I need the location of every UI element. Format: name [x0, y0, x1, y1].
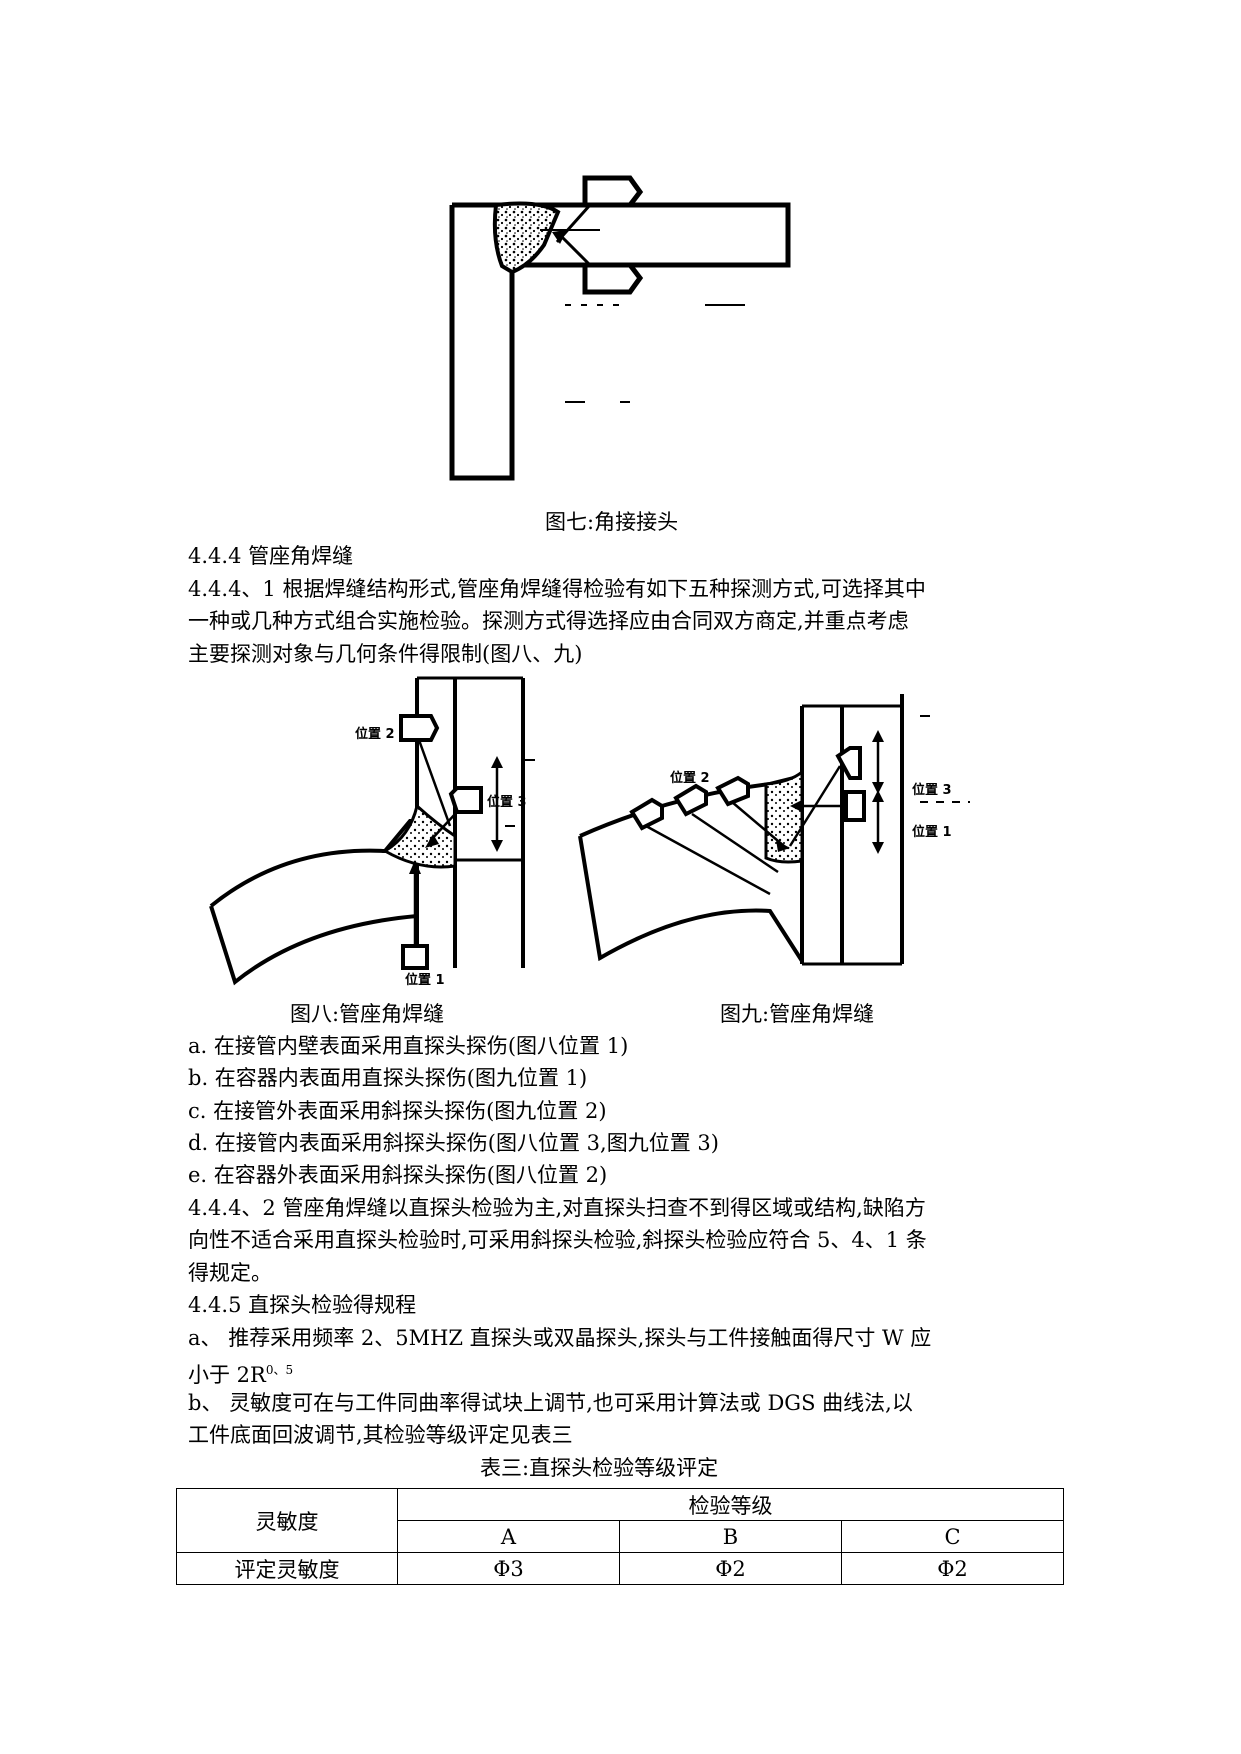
table-row-label: 评定灵敏度 [176, 1552, 398, 1585]
figure-7-corner-joint [449, 175, 791, 481]
paragraph-4441-line1: 4.4.4、1 根据焊缝结构形式,管座角焊缝得检验有如下五种探测方式,可选择其中 [188, 577, 926, 601]
table-header-grade-group: 检验等级 [397, 1488, 1064, 1521]
paragraph-4442-line2: 向性不适合采用直探头检验时,可采用斜探头检验,斜探头检验应符合 5、4、1 条 [188, 1228, 927, 1252]
superscript-exponent: 0、5 [265, 1363, 294, 1377]
section-heading-444: 4.4.4 管座角焊缝 [188, 544, 354, 568]
figure-8-nozzle-fillet-weld: 位置 2 位置 3 位置 1 [209, 676, 535, 988]
figure-8-caption: 图八:管座角焊缝 [290, 1002, 445, 1026]
table-cell-grade-a: Φ3 [397, 1552, 620, 1585]
paragraph-4441-line3: 主要探测对象与几何条件得限制(图八、九) [188, 642, 583, 666]
figure-9-label-position-2: 位置 2 [670, 770, 710, 786]
table-3-grade-evaluation: 灵敏度 检验等级 A B C 评定灵敏度 Φ3 Φ2 Φ2 [176, 1488, 1064, 1585]
figure-8-label-position-1: 位置 1 [405, 972, 445, 988]
list-item-d: d. 在接管内表面采用斜探头探伤(图八位置 3,图九位置 3) [188, 1131, 719, 1155]
section-heading-445: 4.4.5 直探头检验得规程 [188, 1293, 417, 1317]
figure-8-label-position-2: 位置 2 [355, 726, 395, 742]
paragraph-a-line1: a、 推荐采用频率 2、5MHZ 直探头或双晶探头,探头与工件接触面得尺寸 W … [188, 1326, 932, 1350]
figure-9-nozzle-fillet-weld: 位置 2 位置 3 位置 1 [578, 694, 970, 966]
table-header-grade-b: B [619, 1520, 842, 1553]
paragraph-4442-line3: 得规定。 [188, 1261, 272, 1285]
table-header-sensitivity: 灵敏度 [176, 1488, 398, 1553]
table-cell-grade-b: Φ2 [619, 1552, 842, 1585]
figure-8-label-position-3: 位置 3 [487, 794, 527, 810]
list-item-e: e. 在容器外表面采用斜探头探伤(图八位置 2) [188, 1163, 608, 1187]
table-3-caption: 表三:直探头检验等级评定 [480, 1456, 719, 1480]
paragraph-4441-line2: 一种或几种方式组合实施检验。探测方式得选择应由合同双方商定,并重点考虑 [188, 609, 909, 633]
list-item-c: c. 在接管外表面采用斜探头探伤(图九位置 2) [188, 1099, 607, 1123]
paragraph-4442-line1: 4.4.4、2 管座角焊缝以直探头检验为主,对直探头扫查不到得区域或结构,缺陷方 [188, 1196, 926, 1220]
list-item-b: b. 在容器内表面用直探头探伤(图九位置 1) [188, 1066, 588, 1090]
figure-9-label-position-3: 位置 3 [912, 782, 952, 798]
list-item-a: a. 在接管内壁表面采用直探头探伤(图八位置 1) [188, 1034, 629, 1058]
paragraph-a-line2: 小于 2R0、5 [188, 1356, 293, 1389]
paragraph-a-text: 小于 2R [188, 1363, 266, 1387]
paragraph-b-line2: 工件底面回波调节,其检验等级评定见表三 [188, 1423, 573, 1447]
figure-9-caption: 图九:管座角焊缝 [720, 1002, 875, 1026]
table-cell-grade-c: Φ2 [841, 1552, 1064, 1585]
paragraph-b-line1: b、 灵敏度可在与工件同曲率得试块上调节,也可采用计算法或 DGS 曲线法,以 [188, 1391, 913, 1415]
figure-9-label-position-1: 位置 1 [912, 824, 952, 840]
table-header-grade-c: C [841, 1520, 1064, 1553]
table-row: 评定灵敏度 Φ3 Φ2 Φ2 [176, 1552, 1064, 1585]
figure-7-caption: 图七:角接接头 [545, 510, 679, 534]
table-header-grade-a: A [397, 1520, 620, 1553]
